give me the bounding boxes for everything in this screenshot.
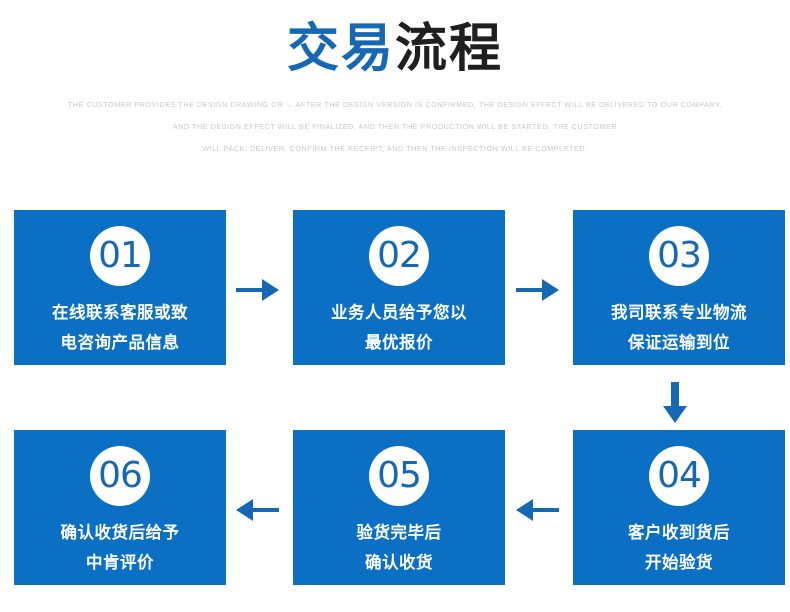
subtitle-line-3: WILL PACK, DELIVER, CONFIRM THE RECEIPT,…: [202, 144, 588, 153]
step-number-badge-02: 02: [369, 226, 429, 286]
step-number-04: 04: [657, 455, 702, 496]
step-text-05: 验货完毕后 确认收货: [293, 518, 505, 578]
step-text-03-line-2: 保证运输到位: [628, 334, 730, 352]
arrow-down-icon: [662, 382, 688, 424]
step-text-02-line-1: 业务人员给予您以: [331, 304, 467, 322]
step-text-01-line-2: 电咨询产品信息: [60, 334, 180, 352]
step-text-05-line-1: 验货完毕后: [356, 524, 442, 542]
step-text-06-line-2: 中肯评价: [86, 554, 154, 572]
page-title: 交易流程: [0, 18, 790, 80]
step-card-05: 05 验货完毕后 确认收货: [293, 430, 505, 585]
step-text-03-line-1: 我司联系专业物流: [611, 304, 747, 322]
subtitle-line-1: THE CUSTOMER PROVIDES THE DESIGN DRAWING…: [67, 100, 723, 109]
subtitle-line-2: AND THE DESIGN EFFECT WILL BE FINALIZED,…: [172, 122, 618, 131]
step-text-04: 客户收到货后 开始验货: [573, 518, 785, 578]
step-text-06: 确认收货后给予 中肯评价: [14, 518, 226, 578]
step-number-badge-04: 04: [649, 446, 709, 506]
step-number-02: 02: [377, 235, 422, 276]
step-card-01: 01 在线联系客服或致 电咨询产品信息: [14, 210, 226, 365]
page-title-dark: 流程: [395, 20, 504, 78]
step-text-02-line-2: 最优报价: [365, 334, 433, 352]
arrow-right-icon: [516, 277, 560, 303]
step-card-04: 04 客户收到货后 开始验货: [573, 430, 785, 585]
step-card-02: 02 业务人员给予您以 最优报价: [293, 210, 505, 365]
step-number-01: 01: [98, 235, 143, 276]
step-number-badge-05: 05: [369, 446, 429, 506]
arrow-left-icon: [236, 497, 280, 523]
step-card-06: 06 确认收货后给予 中肯评价: [14, 430, 226, 585]
step-text-05-line-2: 确认收货: [365, 554, 433, 572]
step-text-04-line-2: 开始验货: [645, 554, 713, 572]
step-text-01-line-1: 在线联系客服或致: [52, 304, 188, 322]
step-number-badge-01: 01: [90, 226, 150, 286]
step-number-05: 05: [377, 455, 422, 496]
arrow-right-icon: [236, 277, 280, 303]
step-number-badge-06: 06: [90, 446, 150, 506]
step-text-01: 在线联系客服或致 电咨询产品信息: [14, 298, 226, 358]
page-header: 交易流程 THE CUSTOMER PROVIDES THE DESIGN DR…: [0, 0, 790, 160]
step-card-03: 03 我司联系专业物流 保证运输到位: [573, 210, 785, 365]
step-number-badge-03: 03: [649, 226, 709, 286]
step-text-04-line-1: 客户收到货后: [628, 524, 730, 542]
step-number-06: 06: [98, 455, 143, 496]
step-text-02: 业务人员给予您以 最优报价: [293, 298, 505, 358]
step-number-03: 03: [657, 235, 702, 276]
step-text-06-line-1: 确认收货后给予: [60, 524, 180, 542]
page-title-blue: 交易: [286, 20, 395, 78]
step-text-03: 我司联系专业物流 保证运输到位: [573, 298, 785, 358]
arrow-left-icon: [516, 497, 560, 523]
subtitle-block: THE CUSTOMER PROVIDES THE DESIGN DRAWING…: [35, 94, 755, 160]
